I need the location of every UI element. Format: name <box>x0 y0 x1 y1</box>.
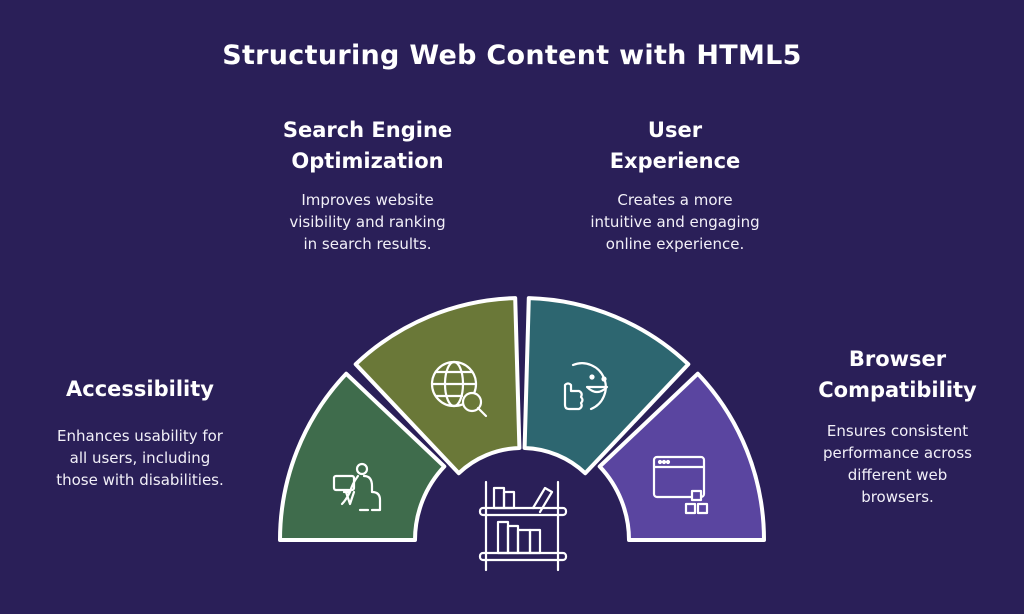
seo-line: in search results. <box>303 235 432 253</box>
ux-heading-1: User <box>647 118 703 142</box>
page-title: Structuring Web Content with HTML5 <box>222 40 802 71</box>
person-laptop-icon <box>332 462 382 512</box>
bc-line: browsers. <box>861 488 934 506</box>
accessibility-heading: Accessibility <box>66 377 214 401</box>
ux-line: intuitive and engaging <box>590 213 760 231</box>
ux-heading-2: Experience <box>609 149 741 173</box>
bc-heading-1: Browser <box>848 347 947 371</box>
ux-line: online experience. <box>605 235 745 253</box>
seo-line: visibility and ranking <box>289 213 446 231</box>
seo-heading-2: Optimization <box>291 149 444 173</box>
wedge-seo <box>353 296 522 476</box>
accessibility-block: Accessibility Enhances usability for all … <box>20 374 260 491</box>
ux-line: Creates a more <box>617 191 733 209</box>
bc-line: different web <box>847 466 948 484</box>
accessibility-line: Enhances usability for <box>57 427 223 445</box>
wedge-accessibility <box>278 371 447 542</box>
smiley-thumbs-up-icon <box>563 362 609 411</box>
bc-line: performance across <box>823 444 972 462</box>
seo-heading-1: Search Engine <box>282 118 453 142</box>
accessibility-line: those with disabilities. <box>56 471 224 489</box>
globe-search-icon <box>430 360 488 418</box>
accessibility-line: all users, including <box>69 449 211 467</box>
bc-line: Ensures consistent <box>826 422 969 440</box>
bc-heading-2: Compatibility <box>818 378 977 402</box>
bookshelf-icon <box>478 480 568 572</box>
browser-window-icon <box>652 455 709 515</box>
seo-line: Improves website <box>301 191 434 209</box>
